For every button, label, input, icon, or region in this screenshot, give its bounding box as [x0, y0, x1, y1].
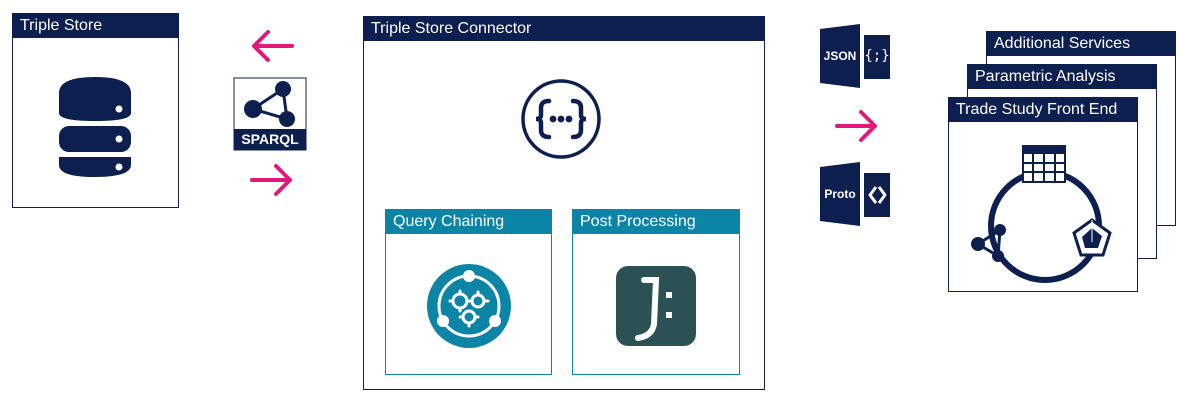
post-processing-box: Post Processing [572, 209, 740, 375]
trade-study-cycle-icon [971, 145, 1112, 283]
proto-badge-shape [820, 162, 890, 226]
connector-title: Triple Store Connector [364, 17, 764, 41]
arrow-right-icon [835, 110, 877, 142]
triple-store-connector-box: Triple Store Connector Query Chaining [363, 16, 765, 390]
arrow-right-icon [250, 164, 292, 196]
sparql-graph-icon [233, 77, 307, 151]
graph-icon [971, 224, 1006, 262]
proto-label: Proto [824, 187, 856, 201]
sparql-label: SPARQL [241, 131, 299, 147]
arrow-left-icon [252, 30, 294, 62]
triple-store-title: Triple Store [13, 14, 178, 38]
json-label: JSON [823, 49, 857, 63]
gears-network-icon [427, 264, 511, 348]
trade-study-front-end-title: Trade Study Front End [949, 98, 1137, 122]
jq-logo-icon [616, 266, 696, 346]
json-badge-shape [820, 24, 890, 88]
query-chaining-title: Query Chaining [386, 210, 551, 234]
radar-chart-icon [1072, 218, 1112, 257]
api-braces-icon [521, 79, 601, 159]
sparql-logo: SPARQL [233, 77, 307, 151]
parametric-analysis-title: Parametric Analysis [968, 65, 1156, 89]
database-icon [59, 77, 131, 177]
triple-store-box: Triple Store [12, 13, 179, 208]
query-chaining-box: Query Chaining [385, 209, 552, 375]
table-icon [1022, 145, 1066, 183]
proto-format-badge: Proto [818, 161, 892, 227]
json-glyph: {;} [864, 48, 890, 64]
post-processing-title: Post Processing [573, 210, 739, 234]
additional-services-title: Additional Services [987, 32, 1175, 56]
json-format-badge: JSON {;} [818, 23, 892, 89]
trade-study-front-end-box: Trade Study Front End [948, 97, 1138, 292]
